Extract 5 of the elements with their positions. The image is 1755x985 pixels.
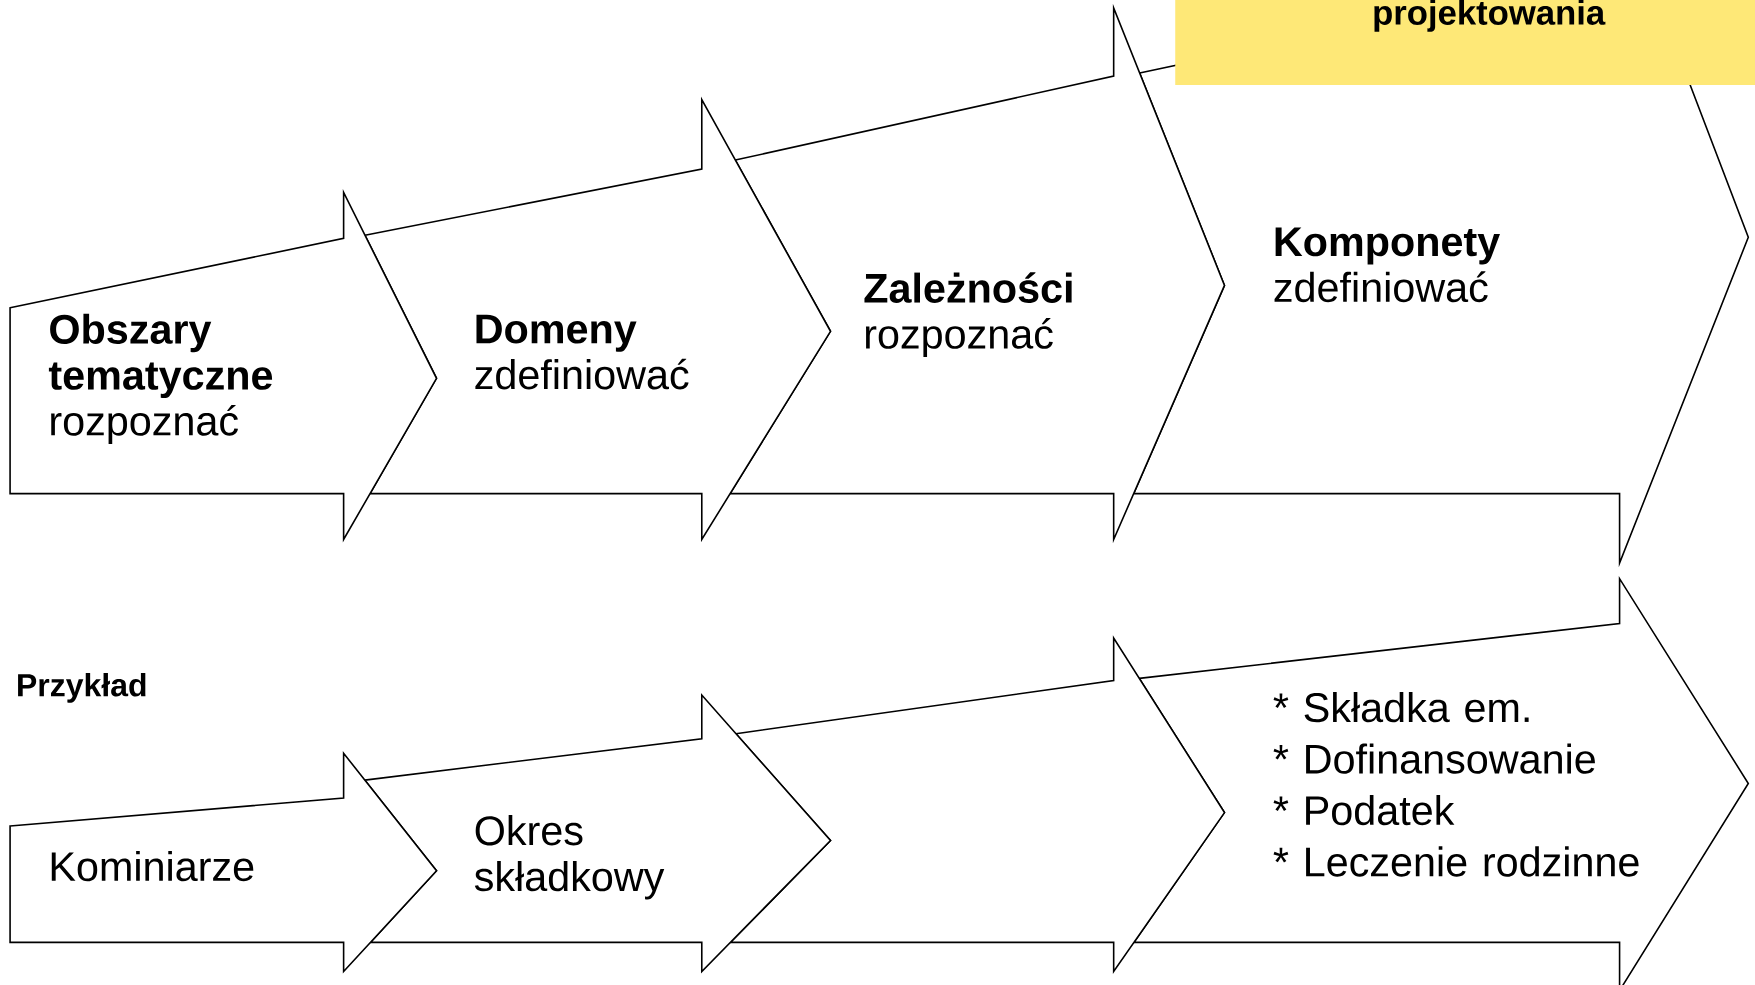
arrow-shape [728,635,1226,975]
section-label: Przykład [18,673,146,703]
node-label: Kominiarze [51,850,254,882]
node-label: Okres składkowy [474,815,665,900]
note-box: projektowania [1175,0,1755,86]
